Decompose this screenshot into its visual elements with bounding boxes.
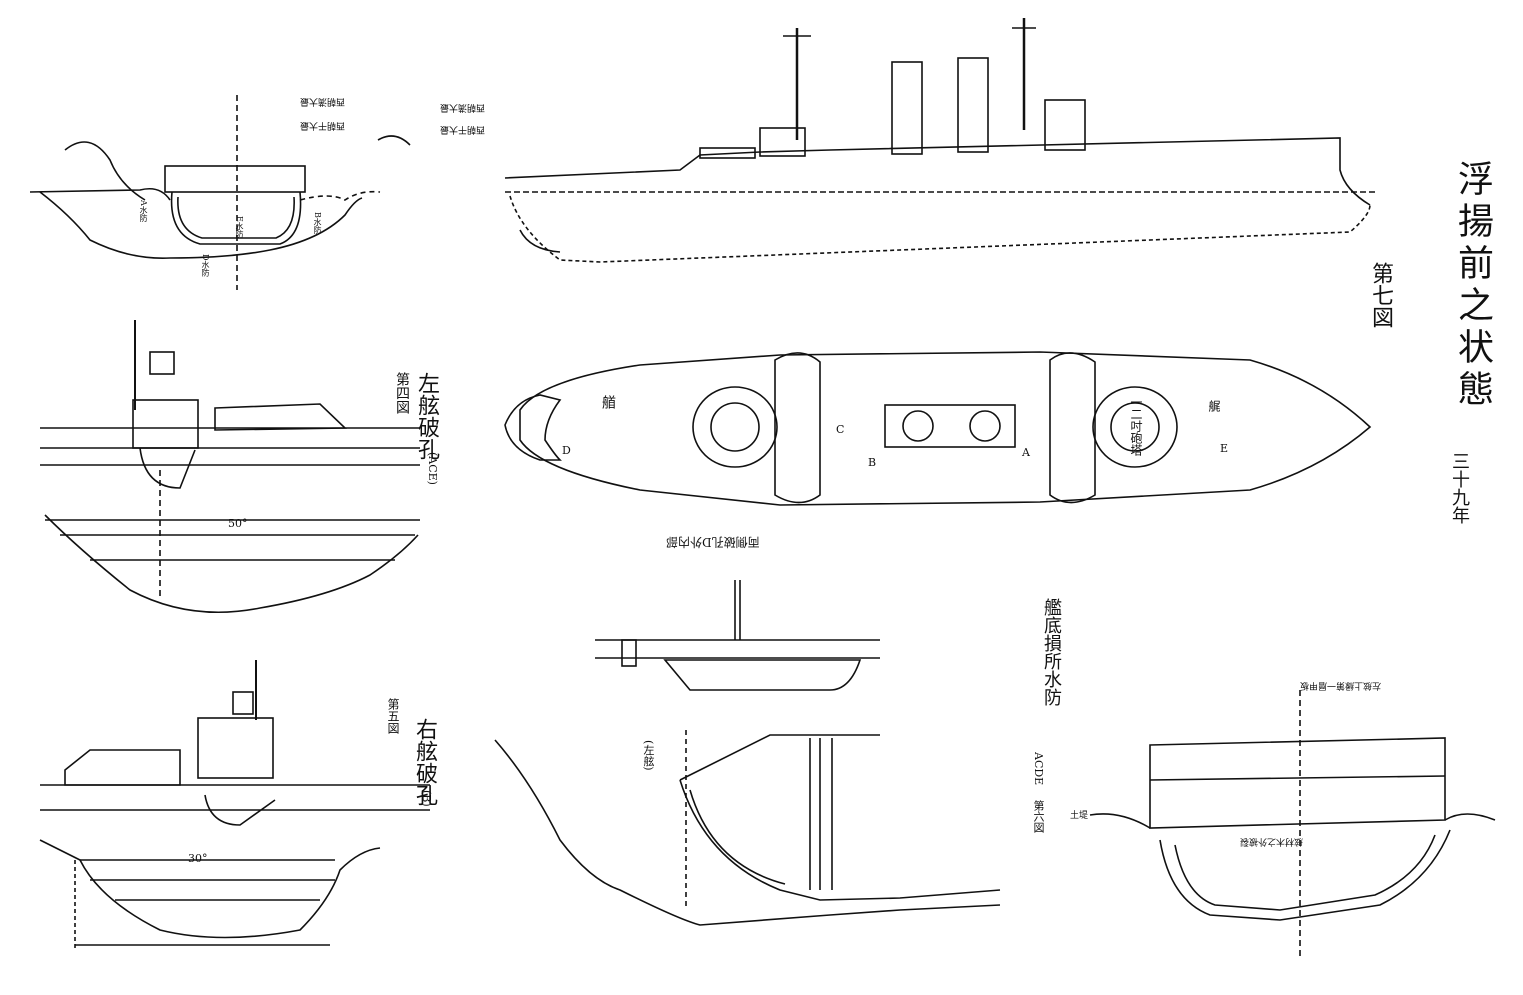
plan-bow-label: 艉	[1207, 400, 1221, 412]
figure-7-label: 第七図	[1368, 262, 1393, 328]
plan-mark-c: C	[836, 423, 844, 436]
plan-turret-fore-label: 一二吋砲塔	[1129, 396, 1143, 456]
tide-note-3: 西朝満大最	[440, 102, 486, 112]
angle-50: 50°	[228, 517, 248, 530]
middle-left-section	[40, 320, 420, 614]
figure-5-label: 第五図	[386, 698, 400, 734]
ac-hole-label: 左舷破孔	[414, 372, 439, 460]
plan-mark-b: B	[868, 456, 876, 469]
bottom-middle-large-section	[494, 730, 1001, 926]
plan-stern-label: 艏	[600, 395, 616, 409]
ac-code-label: (ACE)	[426, 452, 439, 485]
soil-label: 土堤	[1070, 811, 1089, 821]
plan-mark-d: D	[562, 444, 571, 457]
inner-d-label: 両側破孔D外内部	[666, 535, 760, 549]
inner-note-label: 舷材木之外被裂	[1240, 836, 1304, 846]
bottom-water-label: 艦底損所水防	[1041, 598, 1062, 706]
b-code-label: (B)	[420, 790, 433, 807]
angle-30: 30°	[188, 852, 208, 865]
tide-note-4: 西朝干大最	[440, 124, 486, 134]
mark-d-water: D水防	[201, 254, 210, 277]
figure-4-label: 第四図	[394, 372, 410, 414]
bottom-right-cross-section	[1089, 690, 1496, 960]
plan-mark-e: E	[1220, 442, 1228, 455]
page-title: 浮揚前之状態	[1452, 160, 1493, 412]
mark-e-water: E水防	[235, 216, 244, 238]
bottom-left-section	[39, 660, 430, 950]
ship-plan-view	[504, 351, 1372, 506]
right-note-label: 左舷上縁第一層甲板	[1300, 680, 1382, 690]
tide-note-1: 西朝満大最	[300, 96, 346, 106]
tide-note-2: 西朝干大最	[300, 120, 346, 130]
bottom-middle-side-detail	[595, 580, 880, 691]
left-side-label: (左舷)	[642, 740, 655, 771]
top-left-cross-section	[29, 95, 411, 290]
plan-mark-a: A	[1021, 446, 1031, 459]
mark-a-water: A水防	[139, 200, 148, 222]
bottom-code-label: ACDE	[1032, 752, 1045, 786]
ship-side-elevation	[504, 18, 1375, 263]
figure-6-label: 第六図	[1032, 800, 1045, 833]
b-hole-label: 右舷破孔	[412, 718, 437, 806]
year-stamp: 三十九年	[1449, 452, 1470, 524]
mark-b-water: B水防	[313, 212, 322, 234]
